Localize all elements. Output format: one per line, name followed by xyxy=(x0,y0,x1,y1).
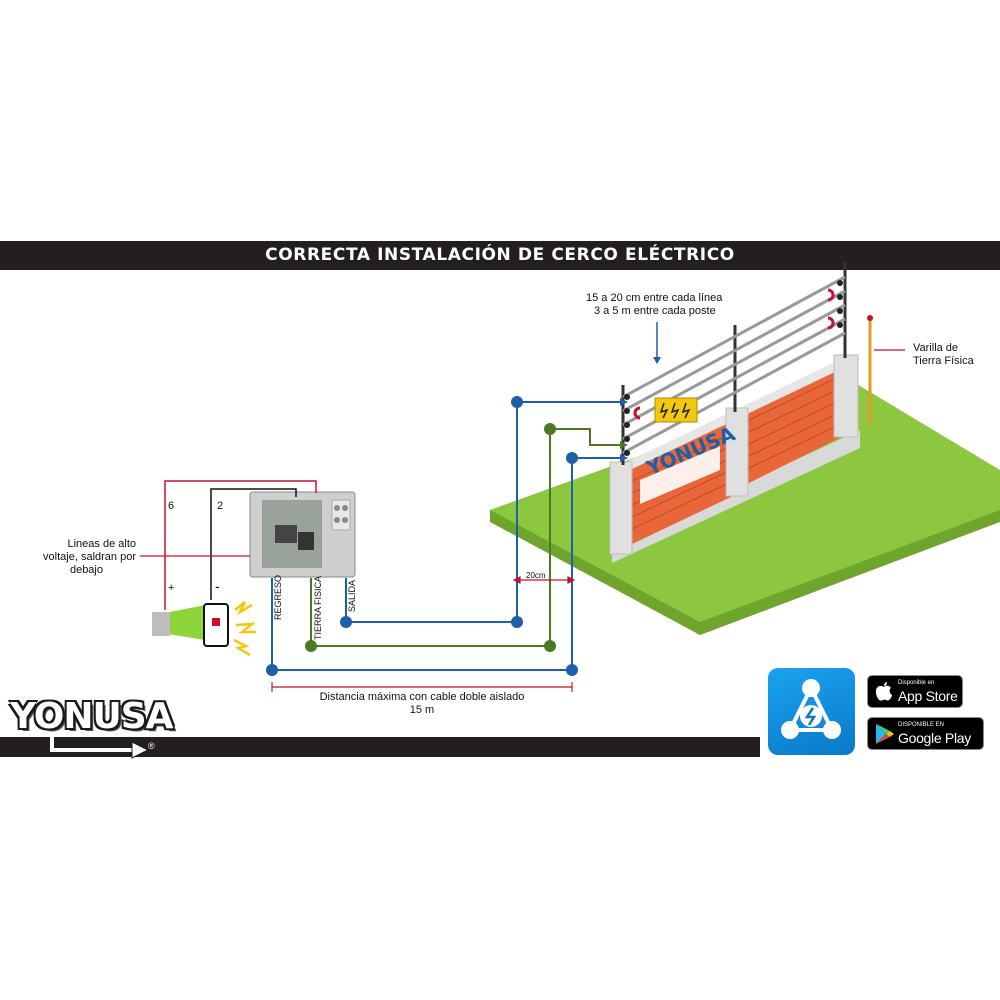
app-icon[interactable] xyxy=(768,668,855,755)
title-bar xyxy=(0,241,1000,270)
wire-power-negative xyxy=(210,488,297,600)
distance-dimension xyxy=(271,682,573,692)
hv-label-1: Lineas de alto xyxy=(67,538,137,550)
terminal-regreso: REGRESO xyxy=(273,574,283,620)
appstore-badge[interactable]: Disponible en App Store xyxy=(867,675,963,708)
google-play-icon xyxy=(876,724,894,744)
registered-mark: ® xyxy=(148,741,155,751)
post-spacing-label: 3 a 5 m entre cada poste xyxy=(594,305,716,317)
distance-label-2: 15 m xyxy=(409,704,435,716)
ground-platform-side xyxy=(490,510,1000,635)
pillar-right xyxy=(833,354,859,438)
connection-points xyxy=(266,396,578,676)
network-bolt-icon xyxy=(781,679,841,739)
distance-label-1: Distancia máxima con cable doble aislado xyxy=(319,691,525,703)
wire-count-6: 6 xyxy=(168,500,175,512)
hv-label-3: debajo xyxy=(69,564,103,576)
appstore-small-text: Disponible en xyxy=(898,680,935,686)
appstore-big-text: App Store xyxy=(898,688,958,704)
lightning-icon xyxy=(659,402,691,419)
ground-platform xyxy=(490,380,1000,635)
wall-logo-banner xyxy=(640,446,720,504)
line-spacing-label: 15 a 20 cm entre cada línea xyxy=(586,292,723,304)
tension-springs xyxy=(633,288,835,420)
brick-wall-right xyxy=(745,362,845,485)
alarm-spark-icon xyxy=(233,601,256,657)
apple-icon xyxy=(875,682,892,701)
hv-label-2: voltaje, saldran por xyxy=(43,551,136,563)
minus-sign: - xyxy=(215,578,220,594)
ground-rod-label-2: Tierra Física xyxy=(913,355,974,367)
pillar-middle xyxy=(725,407,749,497)
gap-dimension xyxy=(512,576,576,584)
page-title: CORRECTA INSTALACIÓN DE CERCO ELÉCTRICO xyxy=(265,245,735,265)
googleplay-small-text: DISPONIBLE EN xyxy=(898,722,945,728)
ground-rod-label-1: Varilla de xyxy=(913,342,959,354)
insulators xyxy=(624,280,843,456)
wire-count-2: 2 xyxy=(217,500,224,512)
yonusa-logo: YONUSA xyxy=(10,696,174,737)
terminal-salida: SALIDA xyxy=(347,579,357,612)
googleplay-big-text: Google Play xyxy=(898,730,971,746)
googleplay-badge[interactable]: DISPONIBLE EN Google Play xyxy=(867,717,984,750)
pillar-left xyxy=(609,461,633,555)
wire-power-positive xyxy=(164,480,317,610)
footer-bar xyxy=(0,737,760,757)
logo-arrow xyxy=(50,733,135,752)
plus-sign: + xyxy=(168,582,175,594)
terminal-tierra: TIERRA FISICA xyxy=(313,575,323,640)
gap-label: 20cm xyxy=(526,571,546,580)
